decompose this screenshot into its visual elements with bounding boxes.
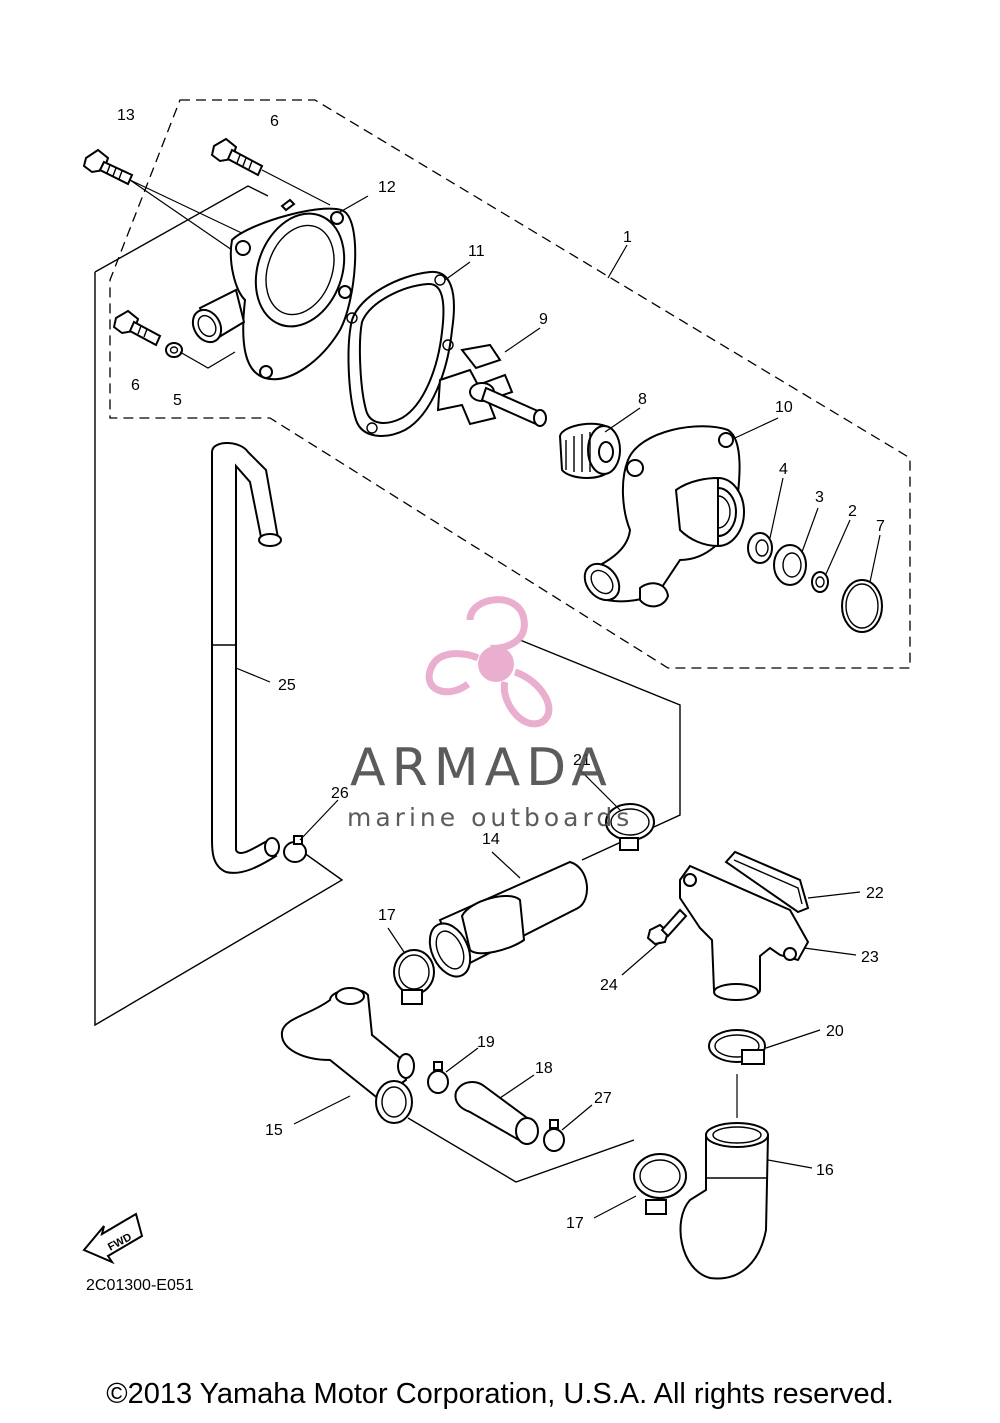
- callout-7: 7: [876, 518, 885, 535]
- callout-6-lower: 6: [131, 377, 140, 394]
- callout-3: 3: [815, 489, 824, 506]
- part-17-clamp-upper: [393, 949, 435, 1005]
- callout-12: 12: [378, 179, 396, 196]
- callout-4: 4: [779, 461, 788, 478]
- part-2-clip: [811, 519, 851, 593]
- part-14-hose: [428, 860, 589, 978]
- assembly-boundary: [109, 99, 911, 669]
- part-27-clamp: [543, 1119, 565, 1152]
- part-22-gasket: [724, 850, 810, 914]
- callout-21: 21: [573, 752, 591, 769]
- callout-5: 5: [173, 392, 182, 409]
- part-3-bearing: [773, 507, 819, 586]
- part-25-hose: [211, 442, 282, 874]
- callout-18: 18: [535, 1060, 553, 1077]
- bolt-13: [82, 148, 249, 251]
- callout-26: 26: [331, 785, 349, 802]
- part-19-clamp: [427, 1061, 449, 1094]
- callout-15: 15: [265, 1122, 283, 1139]
- diagram-code: 2C01300-E051: [86, 1277, 194, 1294]
- callout-11: 11: [468, 243, 485, 260]
- part-12-pump-cover: [191, 198, 357, 381]
- bracket-lines-upper: [94, 185, 344, 1027]
- part-7-o-ring: [841, 534, 883, 633]
- copyright-footer: ©2013 Yamaha Motor Corporation, U.S.A. A…: [106, 1378, 894, 1410]
- callout-9: 9: [539, 311, 548, 328]
- callout-27: 27: [594, 1090, 612, 1107]
- callout-1: 1: [623, 229, 632, 246]
- armada-watermark: ARMADA marine outboards: [347, 596, 633, 832]
- callout-14: 14: [482, 831, 500, 848]
- part-23-fitting: [679, 864, 810, 1001]
- part-15-elbow: [280, 987, 415, 1124]
- callout-24: 24: [600, 977, 618, 994]
- callout-23: 23: [861, 949, 879, 966]
- watermark-brand: ARMADA: [350, 738, 613, 798]
- callout-labels: 1 2 3 4 5 6 6 7 8 9 10 11 12 13 14 15 16…: [117, 107, 885, 1232]
- part-8-seal: [558, 422, 621, 479]
- callout-17-lower: 17: [566, 1215, 584, 1232]
- washer-5: [165, 342, 236, 369]
- part-26-clamp: [283, 835, 307, 863]
- callout-leaders: [235, 195, 861, 1219]
- part-16-hose: [679, 1122, 770, 1280]
- part-21-clamp: [605, 803, 655, 851]
- callout-2: 2: [848, 503, 857, 520]
- callout-6-upper: 6: [270, 113, 279, 130]
- part-11-gasket: [346, 270, 455, 437]
- bolt-6-lower: [112, 309, 162, 347]
- part-20-clamp: [708, 1029, 766, 1065]
- bolt-6-upper: [210, 137, 331, 206]
- part-24-bolt: [646, 908, 688, 946]
- callout-17-upper: 17: [378, 907, 396, 924]
- fwd-arrow-icon: FWD: [82, 1212, 144, 1265]
- callout-19: 19: [477, 1034, 495, 1051]
- leader-bottom: [407, 1117, 635, 1183]
- callout-13: 13: [117, 107, 135, 124]
- part-9-impeller: [436, 343, 547, 427]
- callout-16: 16: [816, 1162, 834, 1179]
- watermark-tagline: marine outboards: [347, 803, 633, 832]
- part-4-bearing: [747, 477, 784, 564]
- part-10-pump-housing: [583, 425, 745, 608]
- callout-8: 8: [638, 391, 647, 408]
- callout-10: 10: [775, 399, 793, 416]
- part-17-clamp-lower: [633, 1153, 687, 1215]
- part-18-hose: [454, 1081, 539, 1146]
- callout-22: 22: [866, 885, 884, 902]
- callout-25: 25: [278, 677, 296, 694]
- callout-20: 20: [826, 1023, 844, 1040]
- propeller-logo-icon: [425, 596, 553, 728]
